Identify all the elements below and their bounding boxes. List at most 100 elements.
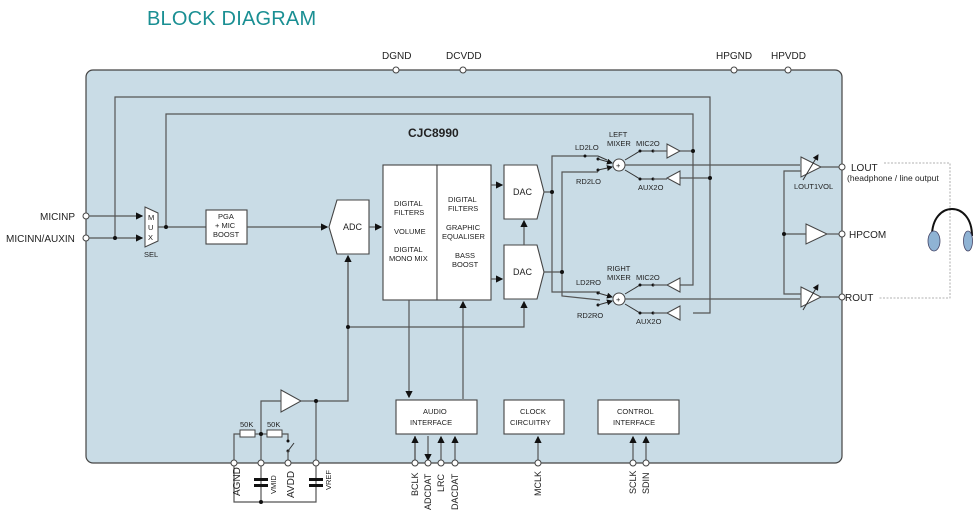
digital-filters-eq-bass-block: DIGITAL FILTERS GRAPHIC EQUALISER BASS B… [436, 164, 492, 301]
svg-text:BOOST: BOOST [213, 230, 240, 239]
switch-rd2lo[interactable]: RD2LO [576, 165, 613, 186]
pin-rout[interactable]: ROUT [838, 293, 873, 304]
svg-text:BOOST: BOOST [452, 260, 479, 269]
lout1vol-amp: LOUT1VOL [794, 154, 833, 191]
mux: M U X SEL [144, 206, 159, 259]
headphone-connection [878, 162, 951, 299]
capacitor-vmid [254, 478, 268, 487]
svg-text:MIXER: MIXER [607, 273, 631, 282]
left-mixer: + LEFT MIXER [607, 130, 631, 172]
pin-hpcom[interactable]: HPCOM [838, 230, 886, 241]
digital-filters-volume-block: DIGITAL FILTERS VOLUME DIGITAL MONO MIX [382, 164, 438, 301]
pin-label-avdd: AVDD [286, 471, 297, 498]
svg-text:DIGITAL: DIGITAL [448, 195, 477, 204]
pin-label: HPCOM [849, 230, 886, 241]
pin-mclk[interactable] [534, 459, 542, 467]
aux2o-right-amp [653, 305, 681, 321]
pin-bclk[interactable] [411, 459, 419, 467]
pin-label-vref: VREF [324, 470, 333, 490]
pin-label: DGND [382, 51, 411, 62]
switch-rd2ro[interactable]: RD2RO [577, 299, 613, 320]
bypass-wire-outer [114, 96, 711, 314]
pin-lout[interactable]: LOUT (headphone / line output [838, 163, 939, 183]
svg-text:DAC: DAC [513, 267, 533, 277]
svg-text:DIGITAL: DIGITAL [394, 199, 423, 208]
headphones-icon [927, 208, 973, 252]
pin-label-sdin: SDIN [641, 472, 651, 494]
svg-text:50K: 50K [267, 420, 280, 429]
pin-label-vmid: VMID [269, 475, 278, 494]
svg-text:X: X [148, 233, 153, 242]
svg-text:MIXER: MIXER [607, 139, 631, 148]
pin-label: HPGND [716, 51, 752, 62]
pin-label-mclk: MCLK [533, 471, 543, 496]
svg-text:INTERFACE: INTERFACE [613, 418, 655, 427]
pin-label-adcdat: ADCDAT [423, 473, 433, 510]
audio-interface-block: AUDIO INTERFACE [395, 399, 478, 435]
switch-aux2o-left[interactable]: AUX2O [624, 169, 664, 192]
resistor-50k-left: 50K [233, 420, 267, 463]
svg-text:RIGHT: RIGHT [607, 264, 631, 273]
pin-adcdat[interactable] [424, 459, 432, 467]
pin-dacdat[interactable] [451, 459, 459, 467]
bypass-wire-inner [165, 113, 694, 286]
left-pin-micinp[interactable]: MICINP [40, 212, 90, 223]
svg-text:+: + [616, 161, 621, 170]
pin-vref[interactable] [312, 459, 320, 467]
pin-label-sclk: SCLK [628, 470, 638, 494]
page-title: BLOCK DIAGRAM [147, 8, 317, 30]
pin-sdin[interactable] [642, 459, 650, 467]
top-pin-dcvdd[interactable]: DCVDD [446, 51, 482, 74]
top-pin-hpgnd[interactable]: HPGND [716, 51, 752, 74]
pin-label: MICINP [40, 212, 75, 223]
clock-circuitry-block: CLOCK CIRCUITRY [503, 399, 565, 435]
svg-text:GRAPHIC: GRAPHIC [446, 223, 481, 232]
svg-text:DIGITAL: DIGITAL [394, 245, 423, 254]
mux-sel-label: SEL [144, 250, 158, 259]
left-pin-micinn-auxin[interactable]: MICINN/AUXIN [6, 234, 90, 245]
pin-lrc[interactable] [437, 459, 445, 467]
svg-text:PGA: PGA [218, 212, 234, 221]
pin-sclk[interactable] [629, 459, 637, 467]
svg-text:AUX2O: AUX2O [636, 317, 662, 326]
aux2o-left-amp [653, 170, 681, 186]
svg-text:RD2LO: RD2LO [576, 177, 601, 186]
pin-vmid[interactable] [257, 459, 265, 467]
mic2o-right-amp [653, 277, 681, 293]
pin-label-lrc: LRC [436, 473, 446, 492]
pin-agnd[interactable] [230, 459, 238, 467]
svg-text:EQUALISER: EQUALISER [442, 232, 486, 241]
pin-label-dacdat: DACDAT [450, 473, 460, 510]
pin-avdd[interactable] [284, 459, 292, 467]
svg-text:+: + [616, 295, 621, 304]
svg-text:FILTERS: FILTERS [448, 204, 478, 213]
resistor-50k-right: 50K [266, 420, 289, 440]
svg-text:AUDIO: AUDIO [423, 407, 447, 416]
svg-text:LD2LO: LD2LO [575, 143, 599, 152]
dac-left-block: DAC [503, 164, 545, 220]
pin-label-agnd: AGND [232, 467, 243, 496]
switch-ld2ro[interactable]: LD2RO [576, 278, 613, 299]
dac-right-block: DAC [503, 244, 545, 300]
switch-aux2o-right[interactable]: AUX2O [624, 303, 662, 326]
pin-label: LOUT [851, 163, 878, 174]
pin-label: HPVDD [771, 51, 806, 62]
top-pin-dgnd[interactable]: DGND [382, 51, 411, 74]
top-pin-hpvdd[interactable]: HPVDD [771, 51, 806, 74]
svg-text:FILTERS: FILTERS [394, 208, 424, 217]
svg-text:MONO MIX: MONO MIX [389, 254, 428, 263]
svg-text:+ MIC: + MIC [215, 221, 236, 230]
chip-name: CJC8990 [408, 126, 459, 140]
svg-text:MIC2O: MIC2O [636, 139, 660, 148]
svg-text:VOLUME: VOLUME [394, 227, 426, 236]
svg-text:MIC2O: MIC2O [636, 273, 660, 282]
svg-text:BASS: BASS [455, 251, 475, 260]
control-interface-block: CONTROL INTERFACE [597, 399, 680, 435]
svg-text:AUX2O: AUX2O [638, 183, 664, 192]
svg-text:ADC: ADC [343, 222, 363, 232]
mic2o-left-amp [653, 143, 682, 159]
svg-text:INTERFACE: INTERFACE [410, 418, 452, 427]
rout-vol-amp [800, 284, 823, 311]
switch-ld2lo[interactable]: LD2LO [575, 143, 613, 165]
